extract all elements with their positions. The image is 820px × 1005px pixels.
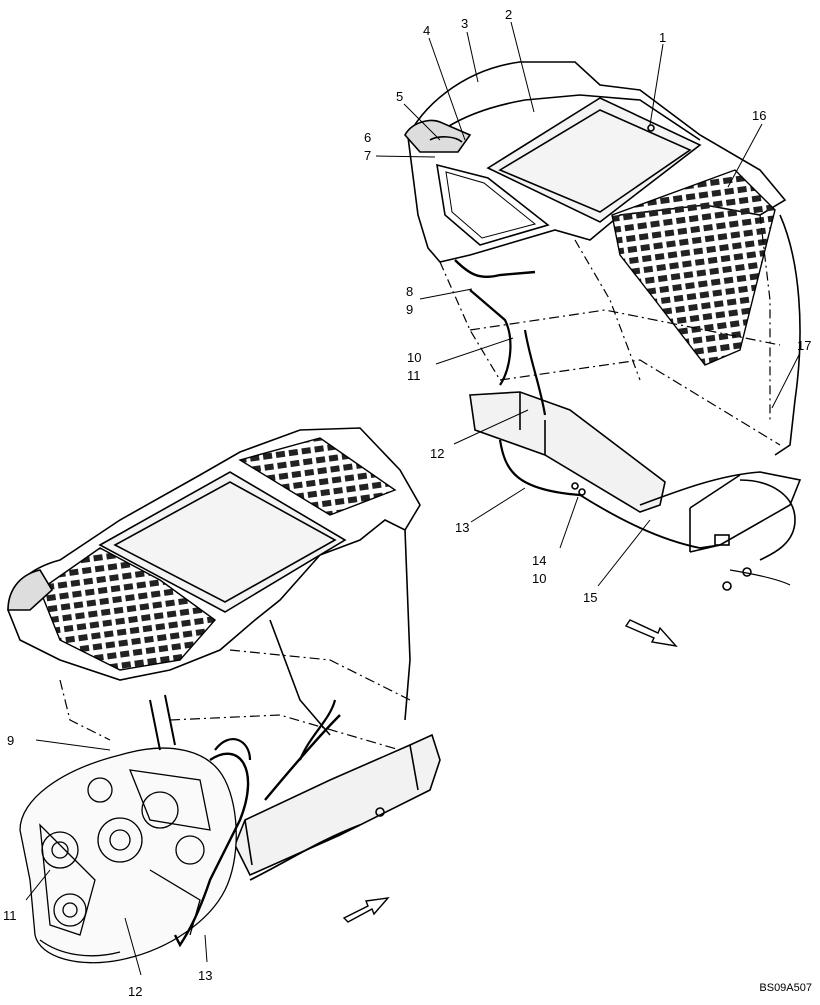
upper-cab-assembly [404,61,802,591]
callout-9-lower: 9 [7,733,14,748]
callout-8: 8 [406,284,413,299]
callout-12-lower: 12 [128,984,142,999]
direction-arrow-lower [342,897,390,923]
callout-13-lower: 13 [198,968,212,983]
lower-front-grille [39,547,217,671]
callout-7: 7 [364,148,371,163]
callout-14: 14 [532,553,546,568]
callout-3: 3 [461,16,468,31]
callout-16: 16 [752,108,766,123]
upper-roof-outline [407,61,787,263]
callout-4: 4 [423,23,430,38]
callout-12-upper: 12 [430,446,444,461]
callout-5: 5 [396,89,403,104]
callout-15: 15 [583,590,597,605]
callout-1: 1 [659,30,666,45]
upper-harness-15 [739,479,796,561]
lower-leader-lines [25,739,208,976]
callout-9-upper: 9 [406,302,413,317]
callout-6: 6 [364,130,371,145]
drawing-reference-code: BS09A507 [759,982,812,994]
upper-crossmember [469,391,666,513]
callout-10-lower: 10 [532,571,546,586]
callout-11-upper: 11 [407,368,421,383]
upper-leader-lines [375,21,801,587]
callout-11-lower: 11 [3,908,17,923]
upper-roof-hatch [486,97,702,223]
callout-labels: 1 2 3 4 5 6 7 16 8 9 10 11 17 12 13 14 1… [3,7,811,999]
lower-hose-13 [173,752,250,948]
upper-front-window [436,163,550,246]
lower-crossmember [234,733,441,877]
upper-light-pod [404,119,472,153]
direction-arrow-upper [624,619,678,648]
lower-machine-assembly [7,427,441,964]
callout-10-upper: 10 [407,350,421,365]
callout-17: 17 [797,338,811,353]
callout-13-upper: 13 [455,520,469,535]
upper-rear-grille [611,169,776,366]
lower-roof-hatch [98,471,347,613]
lower-rear-grille [238,437,397,516]
engine [19,747,237,964]
callout-2: 2 [505,7,512,22]
upper-hose-8 [454,259,536,279]
upper-hose-13 [498,439,581,497]
